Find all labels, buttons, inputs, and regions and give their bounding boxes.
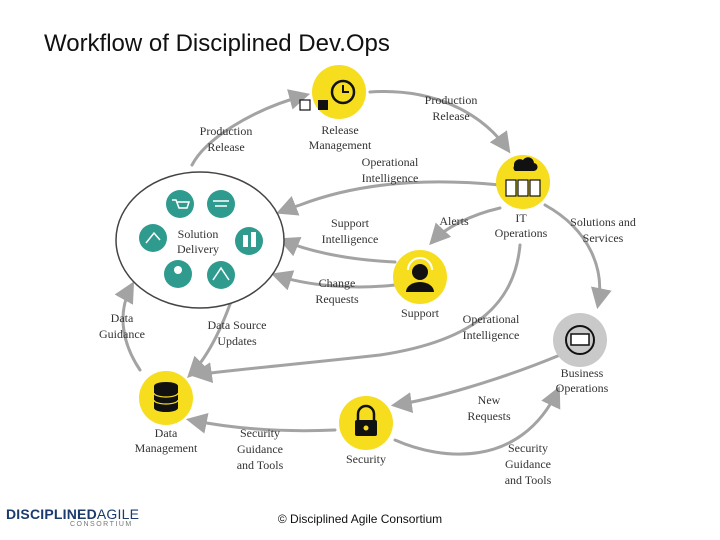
arrow-release-to-solution bbox=[190, 89, 311, 167]
logo-main-text: DISCIPLINED bbox=[6, 506, 97, 522]
buildings-icon bbox=[235, 227, 263, 255]
cart-icon bbox=[166, 190, 194, 218]
release-tag-icon bbox=[299, 99, 311, 111]
database-icon bbox=[153, 382, 179, 412]
it-operations-node bbox=[496, 155, 550, 209]
arrow-security-guidance-left bbox=[185, 412, 337, 434]
clock-icon bbox=[330, 79, 356, 105]
diagram-title: Workflow of Disciplined Dev.Ops bbox=[44, 30, 390, 57]
logo-sub-text: CONSORTIUM bbox=[70, 521, 133, 528]
arrow-new-requests bbox=[390, 353, 562, 414]
flow-label-alerts: Alerts bbox=[439, 214, 469, 228]
headset-icon bbox=[412, 264, 428, 280]
arrow-operational-intelligence-mid bbox=[190, 243, 522, 384]
arrow-security-guidance-right bbox=[393, 386, 561, 456]
arrow-alerts bbox=[429, 206, 502, 246]
business-operations-node bbox=[553, 313, 607, 367]
padlock-icon bbox=[356, 404, 376, 420]
cycle-icon bbox=[565, 325, 595, 355]
build-icon bbox=[139, 224, 167, 252]
money-icon bbox=[570, 333, 590, 346]
release-management-node bbox=[299, 65, 366, 119]
support-node bbox=[393, 250, 447, 304]
arrow-release-to-it-ops bbox=[368, 90, 511, 154]
network-icon bbox=[207, 261, 235, 289]
arrow-data-guidance bbox=[114, 281, 142, 372]
data-management-node bbox=[139, 371, 193, 425]
security-node bbox=[339, 396, 393, 450]
copyright-footer: © Disciplined Agile Consortium bbox=[277, 512, 443, 526]
arrow-change-requests bbox=[271, 270, 397, 291]
disciplined-agile-logo: DISCIPLINEDAGILE CONSORTIUM bbox=[6, 506, 139, 528]
cloud-upload-icon bbox=[513, 157, 538, 172]
shopping-icon bbox=[207, 190, 235, 218]
logo-accent-text: AGILE bbox=[96, 506, 140, 522]
arrow-solutions-services bbox=[543, 203, 612, 310]
servers-icon bbox=[505, 179, 517, 197]
arrow-operational-intelligence-top bbox=[276, 180, 502, 216]
support-label: Support bbox=[401, 306, 440, 320]
arrow-support-intelligence bbox=[278, 236, 397, 264]
security-label: Security bbox=[346, 452, 386, 466]
